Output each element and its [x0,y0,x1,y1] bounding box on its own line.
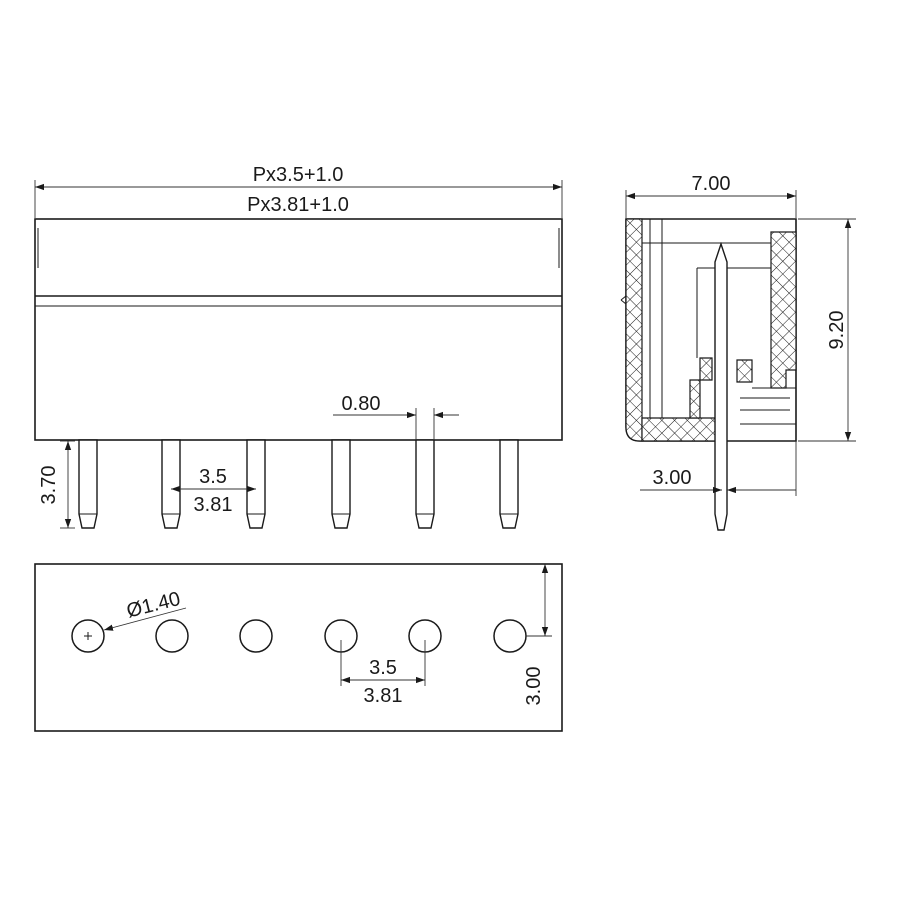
pin-pitch-dimension: 3.5 3.81 [171,466,256,516]
front-housing [34,218,563,441]
pin-length-dimension: 3.70 [38,440,75,529]
front-pins [78,439,519,529]
hole-edge-offset-label: 3.00 [523,667,545,706]
side-width-label: 7.00 [692,173,731,195]
hole [493,619,527,653]
hole-pitch-dimension: 3.5 3.81 [340,640,426,707]
side-pin-offset-label: 3.00 [653,467,692,489]
pin [78,439,98,529]
pin [246,439,266,529]
side-width-dimension: 7.00 [625,173,797,218]
hole-pitch-3-5-label: 3.5 [369,657,397,679]
hole-pitch-3-81-label: 3.81 [364,685,403,707]
side-pin [714,241,728,531]
pin-width-label: 0.80 [342,393,381,415]
bottom-view: Ø1.40 3.5 3.81 3.00 [34,563,563,732]
hole-edge-offset-dimension: 3.00 [523,564,552,705]
pin-pitch-3-81-label: 3.81 [194,494,233,516]
hole [155,619,189,653]
side-pin-offset-dimension: 3.00 [640,441,797,496]
side-height-label: 9.20 [826,311,848,350]
front-view: Px3.5+1.0 Px3.81+1.0 [34,164,563,529]
bottom-housing [34,563,563,732]
side-height-dimension: 9.20 [798,218,856,442]
overall-length-dimension: Px3.5+1.0 Px3.81+1.0 [34,164,563,218]
hole [239,619,273,653]
holes [71,619,527,653]
pin-pitch-3-5-label: 3.5 [199,466,227,488]
side-housing [620,218,797,442]
pin [331,439,351,529]
pin [415,439,435,529]
side-view: 7.00 9.20 [620,173,856,531]
hole-diameter-label: Ø1.40 [124,588,182,623]
overall-length-3-5-label: Px3.5+1.0 [253,164,344,186]
pin-length-label: 3.70 [38,466,60,505]
pin-width-dimension: 0.80 [333,393,459,440]
pin [499,439,519,529]
overall-length-3-81-label: Px3.81+1.0 [247,194,349,216]
pin [161,439,181,529]
